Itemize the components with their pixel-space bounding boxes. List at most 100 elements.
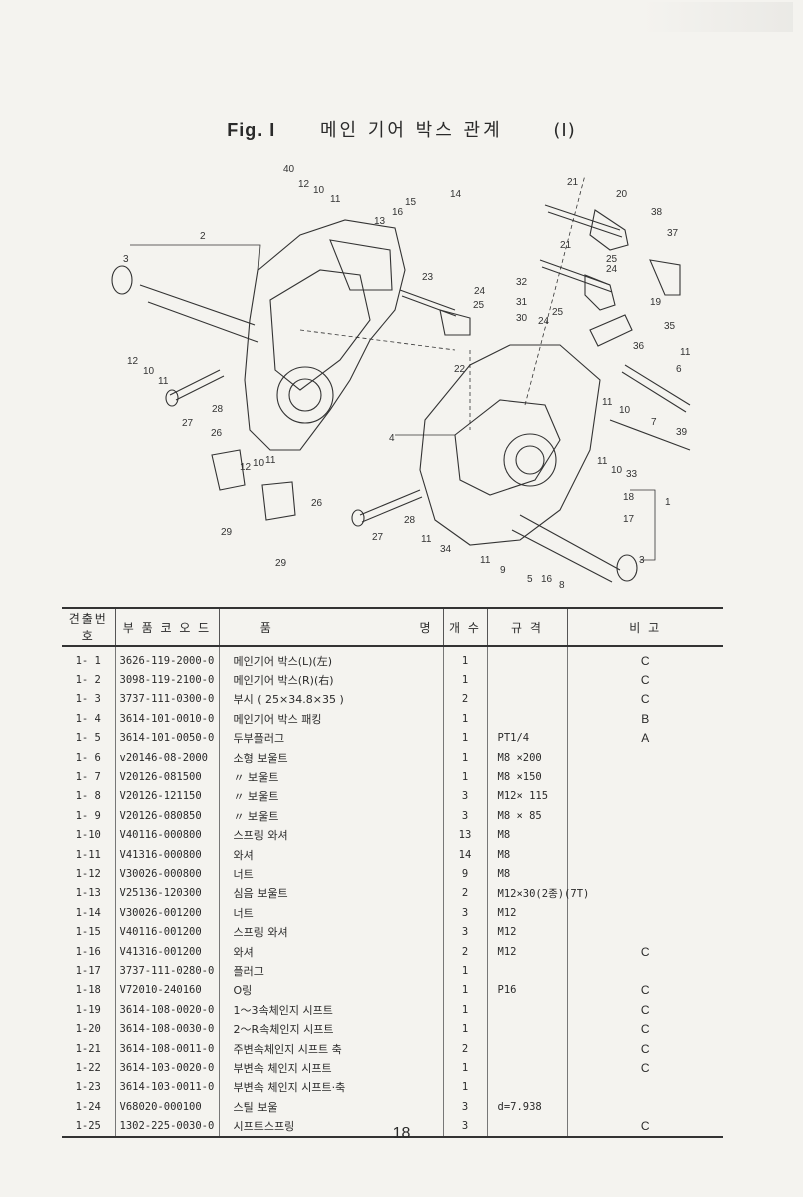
spec-cell [486,646,567,671]
part-code-cell: V20126-080850 [114,806,219,826]
svg-text:38: 38 [651,207,663,218]
header-remarks: 비 고 [566,607,723,647]
svg-text:11: 11 [597,456,608,467]
part-name-cell: 두부플러그 [218,728,443,748]
svg-text:21: 21 [560,240,572,251]
quantity-cell: 1 [442,1077,487,1097]
svg-text:16: 16 [392,207,404,218]
part-code-cell: v20146-08-2000 [114,747,219,768]
spec-cell: PT1/4 [486,728,567,748]
page-number: 18 [392,1125,411,1142]
ref-no-cell: 1-22 [75,1061,101,1074]
svg-text:26: 26 [311,498,323,509]
svg-text:2: 2 [200,231,206,242]
svg-text:10: 10 [313,185,325,196]
part-name-cell: 주변속체인지 시프트 축 [218,1038,443,1059]
svg-text:4: 4 [389,433,395,444]
ref-no-cell: 1- 5 [75,732,101,745]
svg-text:19: 19 [650,297,662,308]
part-name-cell: 심음 보울트 [218,883,443,904]
svg-text:25: 25 [606,254,618,265]
part-code-cell: V68020-000100 [114,1096,219,1117]
remarks-cell: C [566,1038,723,1059]
spec-cell [486,1058,567,1078]
svg-text:40: 40 [283,164,295,175]
svg-text:11: 11 [330,194,341,205]
part-name-cell: 스프링 와셔 [218,922,443,942]
ref-no-cell: 1-13 [75,887,101,900]
ref-no-cell: 1-23 [75,1081,101,1094]
remarks-cell [566,1096,723,1117]
part-code-cell: V20126-121150 [114,786,219,807]
ref-no-cell: 1- 4 [75,712,101,725]
svg-text:12: 12 [298,179,310,190]
svg-text:33: 33 [626,469,638,480]
ref-no-cell: 1-24 [75,1100,101,1113]
part-name-cell: 〃 보울트 [218,806,443,826]
svg-text:15: 15 [405,197,417,208]
svg-text:23: 23 [422,272,434,283]
header-spec: 규 격 [486,607,567,647]
part-name-cell: 메인기어 박스 패킹 [218,709,443,729]
remarks-cell [566,825,723,845]
quantity-cell: 3 [442,1116,487,1138]
part-name-cell: 부시 ( 25×34.8×35 ) [218,689,443,710]
svg-text:11: 11 [265,455,276,466]
ref-no-cell: 1-19 [75,1003,101,1016]
part-code-cell: 3614-108-0011-0 [114,1038,219,1059]
right-gearbox-outline [419,344,601,546]
part-name-cell: 와셔 [218,941,443,962]
remarks-cell [566,903,723,923]
ref-no-cell: 1- 8 [75,790,101,803]
remarks-cell: C [566,689,723,710]
part-code-cell: 3614-108-0030-0 [114,1019,219,1039]
spec-cell: M8 [486,825,567,845]
svg-text:27: 27 [372,532,384,543]
svg-text:32: 32 [516,277,528,288]
part-code-cell: 3098-119-2100-0 [114,670,219,690]
svg-text:16: 16 [541,574,553,585]
ref-no-cell: 1-25 [62,1116,115,1138]
part-name-cell: 1～3속체인지 시프트 [218,1000,443,1020]
svg-text:39: 39 [676,427,688,438]
svg-text:11: 11 [602,397,613,408]
spec-cell [486,1038,567,1059]
svg-text:9: 9 [500,565,506,576]
part-code-cell: V40116-000800 [114,825,219,845]
part-code-cell: V40116-001200 [114,922,219,942]
spec-cell: P16 [486,980,567,1001]
ref-no-cell: 1- 9 [75,809,101,822]
quantity-cell: 1 [442,709,487,729]
svg-text:11: 11 [158,376,169,387]
remarks-cell [566,883,723,904]
remarks-cell: C [566,670,723,690]
spec-cell: M8 [486,864,567,884]
part-name-cell: 부변속 체인지 시프트 [218,1058,443,1078]
svg-text:17: 17 [623,514,635,525]
quantity-cell: 1 [442,980,487,1001]
quantity-cell: 3 [442,1096,487,1117]
svg-text:7: 7 [651,417,657,428]
quantity-cell: 1 [442,1019,487,1039]
spec-cell: M12 [486,903,567,923]
header-part-code: 부 품 코 오 드 [114,607,219,647]
quantity-cell: 9 [442,864,487,884]
part-name-cell: 와셔 [218,844,443,865]
part-name-cell: 〃 보울트 [218,786,443,807]
